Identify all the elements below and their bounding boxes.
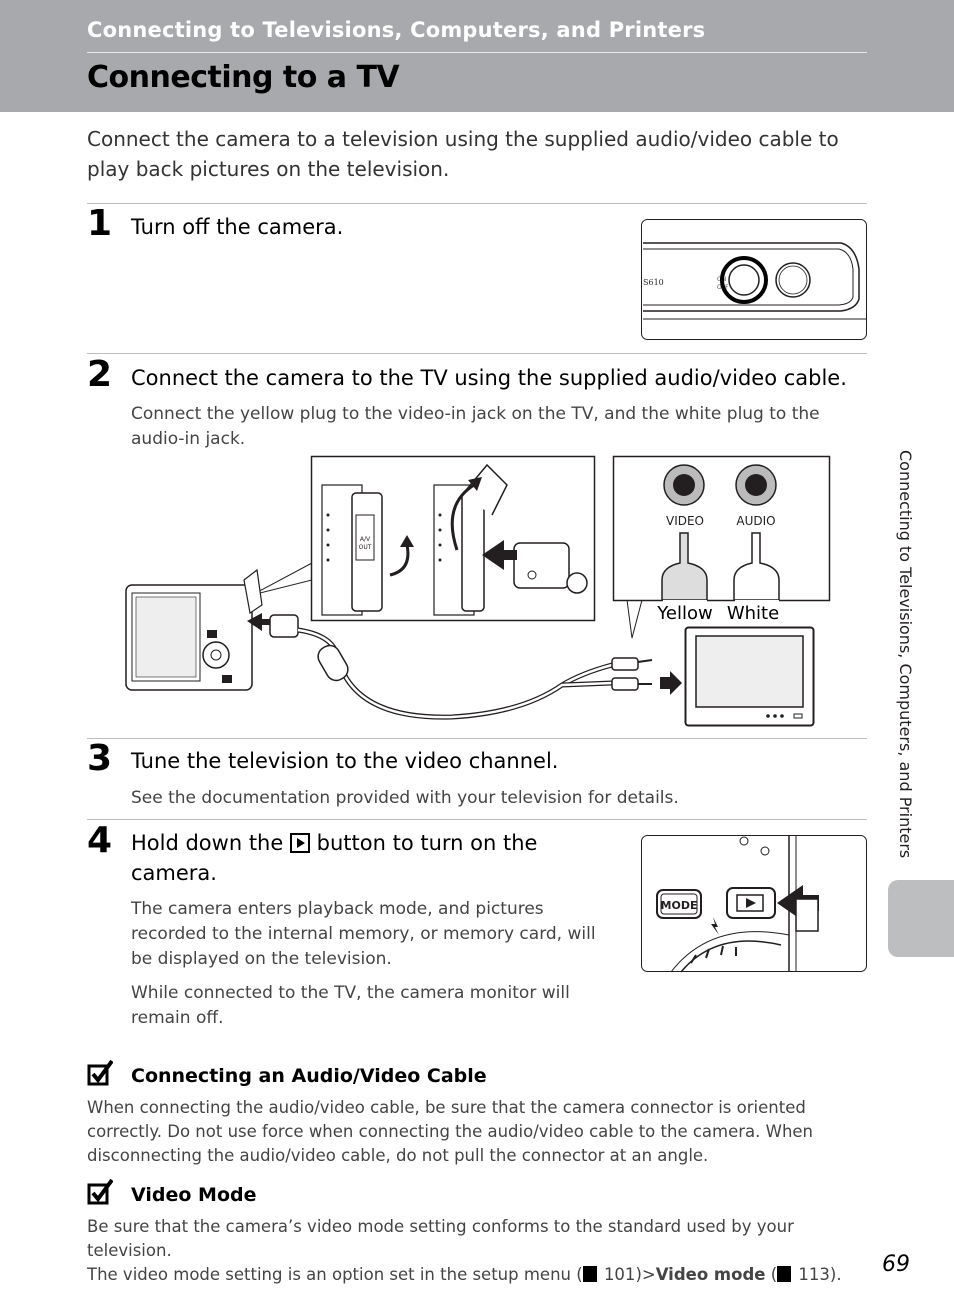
step-2-body: Connect the yellow plug to the video-in … (131, 404, 820, 449)
note-2-line-2: The video mode setting is an option set … (87, 1263, 877, 1287)
note-2-line-1: Be sure that the camera’s video mode set… (87, 1217, 794, 1260)
step-4-title-end: button to turn on the camera. (131, 831, 538, 885)
divider (87, 353, 867, 354)
step-3-number: 3 (87, 738, 113, 779)
step-4-body-1: The camera enters playback mode, and pic… (131, 899, 596, 969)
page-reference-icon (777, 1266, 792, 1282)
divider (87, 738, 867, 739)
step-4-body-2: While connected to the TV, the camera mo… (131, 983, 570, 1028)
step-4-title-start: Hold down the (131, 831, 284, 855)
checkmark-note-icon (87, 1060, 113, 1086)
divider (87, 203, 867, 204)
note-2-text: ). (829, 1265, 842, 1284)
audio-jack-label: AUDIO (736, 514, 775, 528)
step-4-title: Hold down the button to turn on the came… (131, 828, 611, 888)
divider (87, 819, 867, 820)
svg-text:OUT: OUT (359, 544, 372, 551)
note-2-title: Video Mode (131, 1184, 257, 1206)
camera-top-power-illustration: S610 ON OFF (641, 219, 867, 340)
camera-back-playback-illustration: MODE (641, 835, 867, 973)
step-3-title: Tune the television to the video channel… (131, 749, 559, 773)
page-title: Connecting to a TV (87, 60, 400, 95)
page-number: 69 (882, 1252, 910, 1277)
white-plug-label: White (727, 603, 779, 624)
step-2-title: Connect the camera to the TV using the s… (131, 366, 847, 390)
note-2-text: )> (635, 1265, 656, 1284)
side-chapter-tab[interactable] (888, 880, 954, 957)
side-chapter-tab-label: Connecting to Televisions, Computers, an… (896, 450, 915, 859)
page-header: Connecting to Televisions, Computers, an… (0, 0, 954, 112)
mode-button-label: MODE (661, 899, 698, 912)
header-divider (87, 52, 867, 53)
step-1-number: 1 (87, 203, 113, 244)
video-jack-label: VIDEO (666, 514, 704, 528)
page-reference-icon (582, 1266, 597, 1282)
playback-button-icon (289, 833, 310, 853)
step-1-title: Turn off the camera. (131, 215, 344, 239)
note-2-body: Be sure that the camera’s video mode set… (87, 1215, 877, 1287)
note-1-title: Connecting an Audio/Video Cable (131, 1065, 487, 1087)
model-label: S610 (643, 278, 664, 287)
yellow-plug-label: Yellow (656, 603, 712, 624)
page-reference-link[interactable]: 101 (603, 1265, 636, 1284)
checkmark-note-icon (87, 1179, 113, 1205)
video-mode-setting-name: Video mode (655, 1265, 766, 1284)
svg-text:A/V: A/V (360, 536, 371, 543)
page-reference-link[interactable]: 113 (798, 1265, 830, 1284)
intro-paragraph: Connect the camera to a television using… (87, 127, 839, 181)
note-1-body: When connecting the audio/video cable, b… (87, 1098, 814, 1165)
step-3-body: See the documentation provided with your… (131, 788, 679, 808)
chapter-title: Connecting to Televisions, Computers, an… (87, 18, 706, 42)
tv-connection-illustration: A/V OUT VIDEO AUDIO Yellow White (125, 455, 831, 727)
note-2-text: ( (765, 1265, 778, 1284)
step-4-number: 4 (87, 820, 113, 861)
step-2-number: 2 (87, 354, 113, 395)
note-2-text: The video mode setting is an option set … (87, 1265, 583, 1284)
